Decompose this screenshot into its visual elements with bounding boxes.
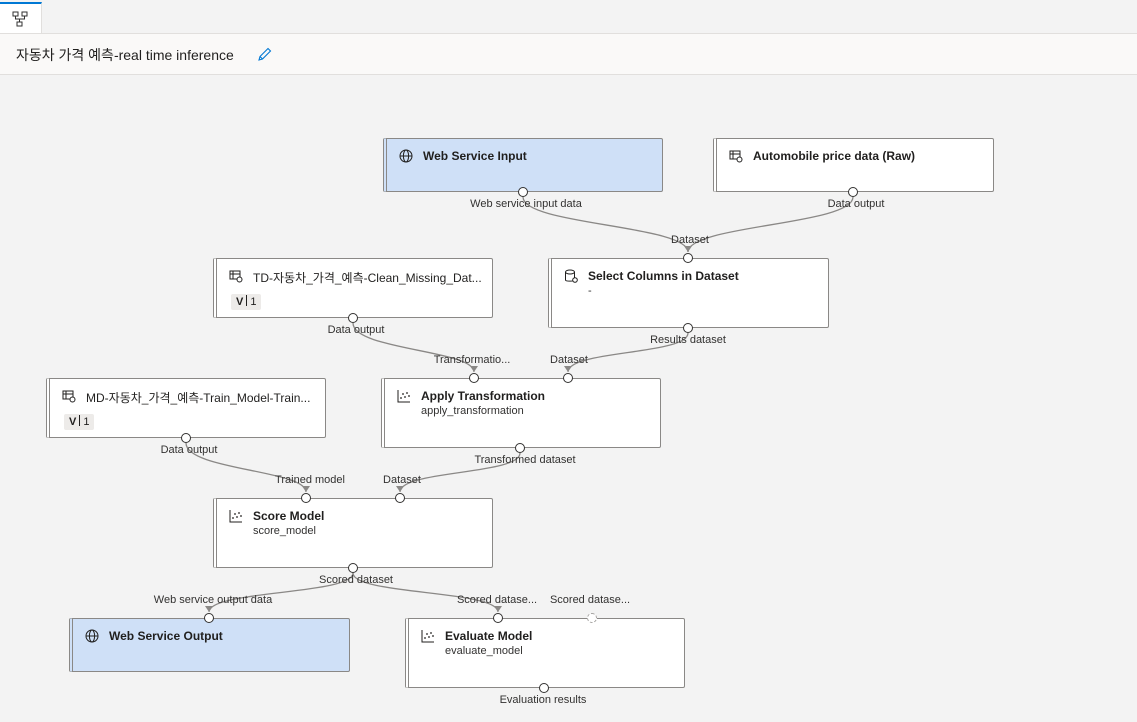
dataset-icon <box>729 150 743 163</box>
tab-bar <box>0 0 1137 34</box>
port-label: Transformed dataset <box>474 454 576 466</box>
input-port[interactable] <box>563 373 573 383</box>
port-label: Web service input data <box>470 198 582 210</box>
node-web-service-output[interactable]: Web Service Output <box>69 618 350 672</box>
output-port[interactable] <box>539 683 549 693</box>
port-label: Dataset <box>383 474 421 486</box>
arrowhead <box>302 486 310 492</box>
node-subtitle: score_model <box>253 525 316 537</box>
edge-score-wso <box>208 572 354 613</box>
database-gear-icon <box>565 269 578 283</box>
module-icon <box>229 510 242 523</box>
dataset-icon <box>229 270 243 283</box>
edge-wsi-select <box>522 196 689 253</box>
port-label: Data output <box>827 198 885 210</box>
node-title: MD-자동차_가격_예측-Train_Model-Train... <box>86 391 311 405</box>
dataset-icon <box>62 390 76 403</box>
port-label: Transformatio... <box>433 354 511 366</box>
input-port[interactable] <box>301 493 311 503</box>
output-port[interactable] <box>848 187 858 197</box>
edge-auto-select <box>687 196 854 253</box>
port-label: Trained model <box>275 474 345 486</box>
port-label: Web service output data <box>153 594 273 606</box>
node-score-model[interactable]: Score Model score_model <box>213 498 493 568</box>
node-title: Score Model <box>253 509 325 523</box>
module-icon <box>421 630 434 643</box>
port-label: Results dataset <box>650 334 726 346</box>
globe-icon <box>85 629 99 643</box>
node-title: Select Columns in Dataset <box>588 269 739 283</box>
input-port-optional[interactable] <box>587 613 597 623</box>
output-port[interactable] <box>181 433 191 443</box>
port-label: Scored dataset <box>319 574 393 586</box>
tab-pipeline[interactable] <box>0 2 42 33</box>
node-title: Web Service Output <box>109 629 223 643</box>
edge-td-apply <box>352 322 475 373</box>
title-bar: 자동차 가격 예측-real time inference <box>0 34 1137 75</box>
edge-apply-score <box>399 452 521 493</box>
node-web-service-input[interactable]: Web Service Input <box>383 138 663 192</box>
arrowhead <box>494 606 502 612</box>
port-label: Data output <box>160 444 218 456</box>
port-label: Evaluation results <box>499 694 587 706</box>
node-title: Automobile price data (Raw) <box>753 149 916 163</box>
output-port[interactable] <box>518 187 528 197</box>
port-label: Scored datase... <box>549 594 631 606</box>
edge-score-eval <box>352 572 499 613</box>
pipeline-icon <box>12 11 28 27</box>
node-title: Web Service Input <box>423 149 527 163</box>
globe-icon <box>399 149 413 163</box>
edge-md-score <box>185 442 307 493</box>
node-automobile-price-data[interactable]: Automobile price data (Raw) <box>713 138 994 192</box>
output-port[interactable] <box>515 443 525 453</box>
output-port[interactable] <box>683 323 693 333</box>
module-icon <box>397 390 410 403</box>
node-subtitle: apply_transformation <box>421 405 524 417</box>
port-label: Dataset <box>671 234 709 246</box>
edge-select-apply <box>567 332 689 373</box>
input-port[interactable] <box>204 613 214 623</box>
input-port[interactable] <box>395 493 405 503</box>
input-port[interactable] <box>493 613 503 623</box>
port-label: Dataset <box>550 354 588 366</box>
output-port[interactable] <box>348 563 358 573</box>
node-subtitle: - <box>588 285 592 297</box>
node-select-columns[interactable]: Select Columns in Dataset - <box>548 258 829 328</box>
node-subtitle: evaluate_model <box>445 645 523 657</box>
node-title: Apply Transformation <box>421 389 546 403</box>
node-evaluate-model[interactable]: Evaluate Model evaluate_model <box>405 618 685 688</box>
input-port[interactable] <box>469 373 479 383</box>
node-title: TD-자동차_가격_예측-Clean_Missing_Dat... <box>253 271 482 285</box>
input-port[interactable] <box>683 253 693 263</box>
arrowhead <box>205 606 213 612</box>
arrowhead <box>564 366 572 372</box>
arrowhead <box>470 366 478 372</box>
pencil-icon[interactable] <box>257 46 273 62</box>
arrowhead <box>684 246 692 252</box>
pipeline-title: 자동차 가격 예측-real time inference <box>16 47 234 63</box>
node-title: Evaluate Model <box>445 629 533 643</box>
output-port[interactable] <box>348 313 358 323</box>
arrowhead <box>396 486 404 492</box>
port-label: Scored datase... <box>456 594 538 606</box>
port-label: Data output <box>327 324 385 336</box>
node-apply-transformation[interactable]: Apply Transformation apply_transformatio… <box>381 378 661 448</box>
